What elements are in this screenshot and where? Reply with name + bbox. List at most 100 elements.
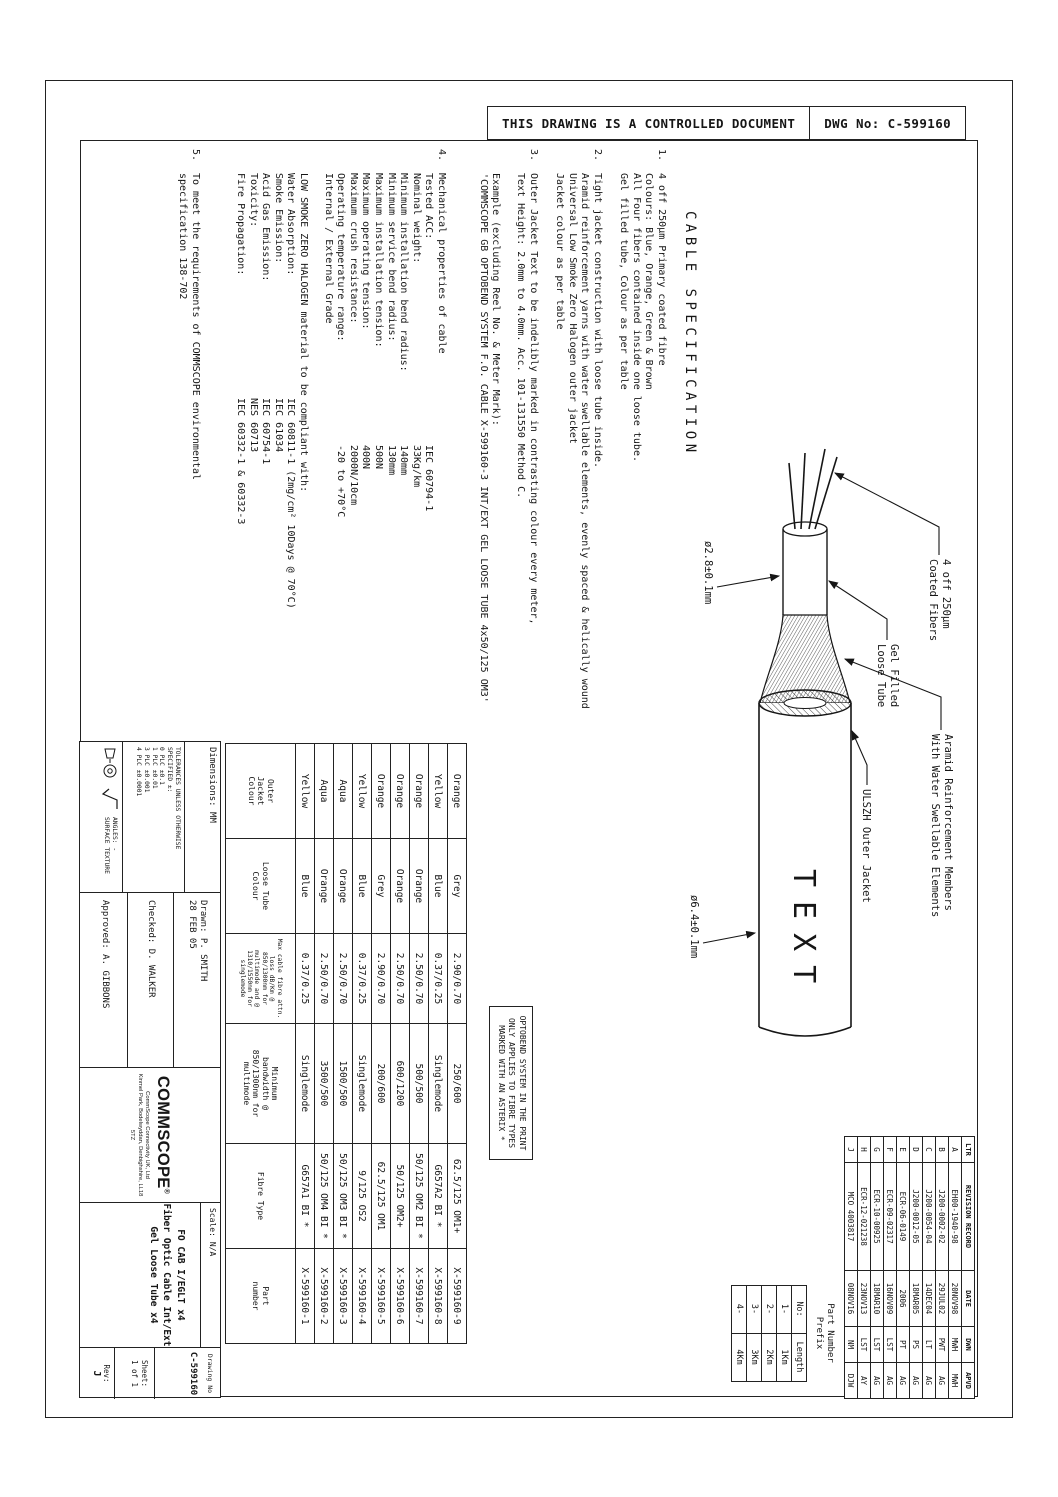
- note-line: Aramid reinforcement yarns with water sw…: [579, 173, 591, 709]
- rev-dwn: PS: [909, 1326, 923, 1363]
- attenuation: 2.50/0.70: [333, 933, 353, 1024]
- rev-ltr: G: [870, 1136, 884, 1163]
- note-number: 3.: [528, 149, 539, 162]
- rev-ltr: F: [883, 1136, 897, 1163]
- property-name: Toxicity:: [247, 173, 259, 228]
- property-name: Maximum operating tension:: [360, 173, 372, 330]
- revision-row: D J200-0012-05 18MAR05 PS AG: [909, 1136, 923, 1399]
- col-loose-tube-colour: Loose Tube Colour: [251, 861, 271, 911]
- fiber-row: Aqua Orange 2.50/0.70 1500/500 50/125 OM…: [333, 743, 353, 1344]
- prefix-row: 2- 2Km: [761, 1285, 777, 1381]
- surface-texture-label: SURFACE TEXTURE: [103, 817, 110, 874]
- property-row: Acid Gas Emission:IEC 60754-1: [259, 173, 272, 609]
- label-aramid-line2: With Water Swellable Elements: [929, 734, 941, 917]
- fibre-type: G657A1 BI *: [295, 1143, 315, 1249]
- property-row: Maximum installation tension:500N: [371, 173, 384, 609]
- symbols: ANGLES: - SURFACE TEXTURE: [98, 742, 122, 892]
- property-row: Smoke Emission:IEC 61034: [271, 173, 284, 609]
- col-fibre-type: Fibre Type: [256, 1171, 266, 1221]
- col-min-bandwidth: Minimum bandwidth @ 850/1300nm for multi…: [242, 1049, 280, 1118]
- fibre-type: 9/125 OS2: [352, 1143, 372, 1249]
- fiber-row: Aqua Orange 2.50/0.70 3500/500 50/125 OM…: [314, 743, 334, 1344]
- bandwidth: 1500/500: [333, 1023, 353, 1144]
- jacket-colour: Orange: [447, 743, 467, 839]
- bandwidth: 600/1200: [390, 1023, 410, 1144]
- prefix-no: 4-: [731, 1285, 747, 1333]
- fiber-spec-table: Orange Grey 2.90/0.70 250/600 62.5/125 O…: [225, 743, 467, 1344]
- attenuation: 0.37/0.25: [428, 933, 448, 1024]
- property-name: Operating temperature range:: [335, 173, 347, 342]
- part-number: X-599160-6: [390, 1248, 410, 1344]
- rev-apvd: AG: [883, 1362, 897, 1399]
- note-number: 4.: [436, 149, 447, 162]
- projection-symbol-icon: [103, 748, 117, 778]
- angles-label: ANGLES: -: [111, 817, 118, 852]
- note-number: 5.: [190, 149, 201, 162]
- note-line: 4 off 250µm Primary coated fibre: [656, 173, 667, 366]
- note-5: 5. To meet the requirements of COMMSCOPE…: [176, 149, 201, 480]
- rev-record: J200-0054-04: [922, 1162, 936, 1271]
- checked-by: Checked: D. WALKER: [127, 893, 174, 1067]
- prefix-length: 2Km: [761, 1333, 777, 1381]
- note-4: 4. Mechanical properties of cable Tested…: [234, 149, 447, 609]
- rev-dwn: PWT: [935, 1326, 949, 1363]
- drawing-title-text: FO CAB I/EGLT x4 Fiber Optic Cable Int/E…: [148, 1203, 186, 1347]
- note-lines: Outer Jacket Text to be indelibly marked…: [476, 173, 539, 703]
- fiber-header-row: Outer Jacket Colour Loose Tube Colour Ma…: [225, 743, 296, 1344]
- property-row: Tested ACC:IEC 60794-1: [422, 173, 435, 609]
- property-value: IEC 60332-1 & 60332-3: [235, 398, 247, 525]
- optobend-note: OPTOBEND SYSTEM IN THE PRINT ONLY APPLIE…: [489, 1006, 533, 1160]
- tube-cut-face: [783, 697, 827, 709]
- note-line: Universal Low Smoke Zero Halogen outer j…: [566, 173, 578, 444]
- rev-ltr: J: [844, 1136, 858, 1163]
- rev-ltr: A: [948, 1136, 962, 1163]
- rev-record: ECR-09-02317: [883, 1162, 897, 1271]
- property-row: Nominal weight:33Kg/km: [409, 173, 422, 609]
- sheet-number: Sheet: 1 of 1: [114, 1348, 154, 1399]
- tolerance-cell: Dimensions: MM TOLERANCES UNLESS OTHERWI…: [80, 742, 220, 892]
- property-value: IEC 60811-1 (2mg/cm² 10Days @ 70°C): [285, 398, 297, 609]
- bandwidth: 3500/500: [314, 1023, 334, 1144]
- lszh-properties: Water Absorption: IEC 60811-1 (2mg/cm² 10…: [234, 173, 297, 609]
- leader-lines: [702, 472, 942, 944]
- fiber-row: Yellow Blue 0.37/0.25 Singlemode 9/125 O…: [352, 743, 372, 1344]
- fibre-type: 50/125 OM3 BI *: [333, 1143, 353, 1249]
- rev-apvd: AG: [935, 1362, 949, 1399]
- rev-apvd: AG: [896, 1362, 910, 1399]
- col-apvd: APVD: [961, 1362, 975, 1399]
- prefix-row: 3- 3Km: [746, 1285, 762, 1381]
- dim-jacket-label: ø6.4±0.1mm: [688, 895, 700, 958]
- note-line: Example (excluding Reel No. & Meter Mark…: [490, 173, 502, 426]
- prefix-length: 4Km: [731, 1333, 747, 1381]
- property-value: 400N: [360, 445, 372, 470]
- revision-row: A EH00-1940-98 20NOV98 MWH MWH: [948, 1136, 962, 1399]
- part-number: X-599160-9: [447, 1248, 467, 1344]
- dim-tube-label: ø2.8±0.1mm: [702, 541, 714, 604]
- tube-colour: Orange: [390, 838, 410, 934]
- note-line: Text Height: 2.0mm to 4.0mm. Acc. 101-13…: [515, 173, 527, 499]
- prefix-no: 1-: [776, 1285, 792, 1333]
- property-row: Minimum installation bend radius:140mm: [397, 173, 409, 609]
- attenuation: 2.90/0.70: [447, 933, 467, 1024]
- part-number-prefix-label: Part Number Prefix: [814, 1303, 835, 1363]
- note-number: 1.: [656, 149, 667, 162]
- note-line: specification 138-702: [177, 173, 189, 300]
- revision-row: J MCO 4003817 08NOV16 NM DJW: [844, 1136, 858, 1399]
- label-loose-tube-line2: Loose Tube: [875, 644, 887, 707]
- property-value: IEC 60794-1: [423, 445, 435, 512]
- attenuation: 2.50/0.70: [409, 933, 429, 1024]
- property-name: Acid Gas Emission:: [260, 173, 272, 282]
- rev-record: ECR-12-021238: [857, 1162, 871, 1271]
- property-row: Fire Propagation:IEC 60332-1 & 60332-3: [234, 173, 247, 609]
- fibre-type: 62.5/125 OM1: [371, 1143, 391, 1249]
- part-number: X-599160-2: [314, 1248, 334, 1344]
- prefix-row: 4- 4Km: [731, 1285, 747, 1381]
- col-max-attn: Max cable fibre attn. loss dB/Km @ 850/1…: [238, 938, 283, 1019]
- tolerance-line: 4 PLC ±0.0001: [135, 747, 143, 797]
- property-name: Water Absorption:: [285, 173, 297, 276]
- company-address: CommScope Connectivity UK, Ltd Kinmel Pa…: [129, 1073, 150, 1197]
- drawing-number-cell: Drawing No C-599160 Sheet: 1 of 1 Rev: J: [80, 1347, 220, 1399]
- property-row: Operating temperature range:-20 to +70°C: [334, 173, 347, 609]
